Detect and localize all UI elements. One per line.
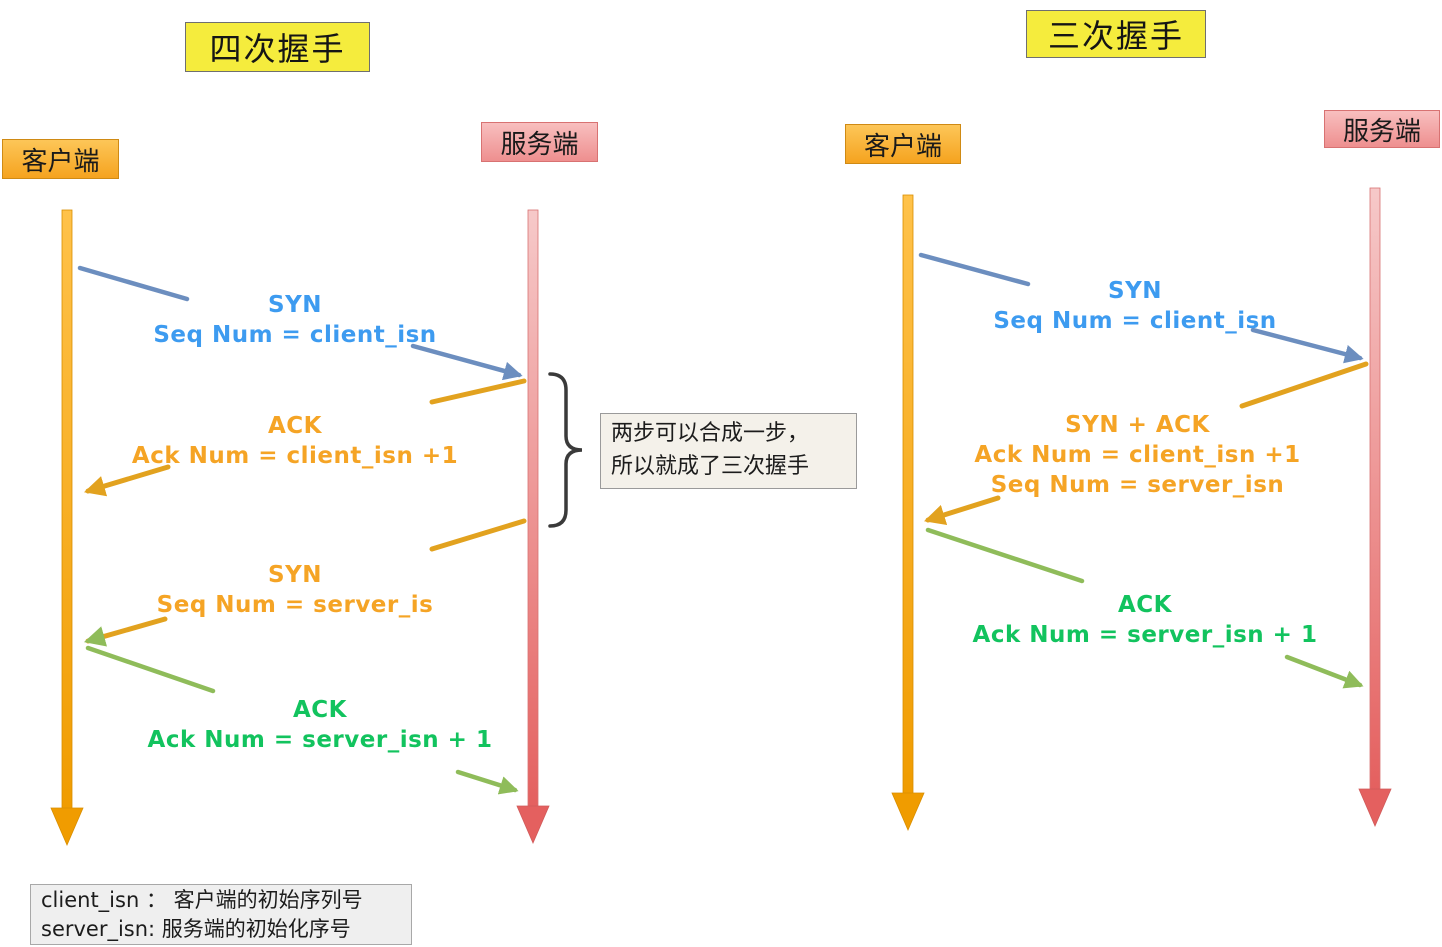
left-diagram-title: 四次握手 bbox=[185, 22, 370, 72]
legend-line-server-isn: server_isn: 服务端的初始化序号 bbox=[41, 917, 351, 941]
left-syn-arrow-start bbox=[77, 265, 190, 302]
right-ack-arrow-start bbox=[925, 527, 1085, 584]
message-line: ACK bbox=[292, 697, 347, 723]
note-line: 所以就成了三次握手 bbox=[611, 454, 810, 479]
message-line: ACK bbox=[1117, 592, 1172, 618]
left-syn2-message: SYN Seq Num = server_is bbox=[140, 560, 450, 620]
left-ack2-message: ACK Ack Num = server_isn + 1 bbox=[140, 695, 500, 755]
server-timeline-right bbox=[1358, 187, 1392, 828]
message-line: Ack Num = server_isn + 1 bbox=[147, 727, 493, 753]
message-line: Seq Num = server_is bbox=[156, 592, 434, 618]
right-diagram-title: 三次握手 bbox=[1026, 10, 1206, 58]
right-message-arrows bbox=[918, 252, 1369, 689]
merge-note: 两步可以合成一步， 所以就成了三次握手 bbox=[600, 413, 857, 489]
right-synack-message: SYN + ACK Ack Num = client_isn +1 Seq Nu… bbox=[960, 410, 1315, 500]
right-server-label: 服务端 bbox=[1324, 110, 1440, 148]
right-syn-arrow-start bbox=[918, 252, 1031, 287]
left-ack2-arrow-start bbox=[85, 645, 216, 694]
left-server-label: 服务端 bbox=[481, 122, 598, 162]
left-syn-message: SYN Seq Num = client_isn bbox=[140, 290, 450, 350]
client-timeline-left bbox=[50, 209, 84, 847]
message-line: SYN bbox=[1108, 278, 1162, 304]
note-line: 两步可以合成一步， bbox=[611, 421, 810, 446]
right-ack-arrow-end bbox=[1284, 654, 1364, 689]
right-synack-arrow-end bbox=[923, 495, 1001, 525]
left-syn-arrow-end bbox=[410, 343, 523, 381]
legend-line-client-isn: client_isn ： 客户端的初始序列号 bbox=[41, 888, 363, 912]
message-line: Seq Num = server_isn bbox=[990, 472, 1285, 498]
right-client-label: 客户端 bbox=[845, 124, 961, 164]
left-syn2-arrow-end bbox=[83, 616, 168, 647]
left-ack1-arrow-end bbox=[83, 464, 171, 497]
left-ack1-message: ACK Ack Num = client_isn +1 bbox=[115, 411, 475, 471]
right-syn-message: SYN Seq Num = client_isn bbox=[985, 276, 1285, 336]
server-timeline-left bbox=[516, 209, 550, 845]
message-line: Ack Num = client_isn +1 bbox=[131, 443, 459, 469]
message-line: ACK bbox=[267, 413, 322, 439]
client-timeline-right bbox=[891, 194, 925, 832]
right-ack-message: ACK Ack Num = server_isn + 1 bbox=[965, 590, 1325, 650]
message-line: SYN bbox=[268, 562, 322, 588]
message-line: Ack Num = client_isn +1 bbox=[974, 442, 1301, 468]
brace bbox=[548, 372, 583, 528]
message-line: SYN bbox=[268, 292, 322, 318]
left-syn2-arrow-start bbox=[429, 518, 527, 552]
message-line: SYN + ACK bbox=[1065, 412, 1210, 438]
left-ack1-arrow-start bbox=[429, 378, 527, 405]
left-ack2-arrow-end bbox=[455, 769, 519, 795]
left-client-label: 客户端 bbox=[2, 139, 119, 179]
message-line: Seq Num = client_isn bbox=[153, 322, 437, 348]
legend: client_isn ： 客户端的初始序列号 server_isn: 服务端的初… bbox=[30, 884, 412, 945]
message-line: Ack Num = server_isn + 1 bbox=[972, 622, 1318, 648]
right-synack-arrow-start bbox=[1239, 361, 1369, 409]
right-syn-arrow-end bbox=[1250, 327, 1364, 364]
message-line: Seq Num = client_isn bbox=[993, 308, 1277, 334]
left-message-arrows bbox=[77, 265, 527, 795]
